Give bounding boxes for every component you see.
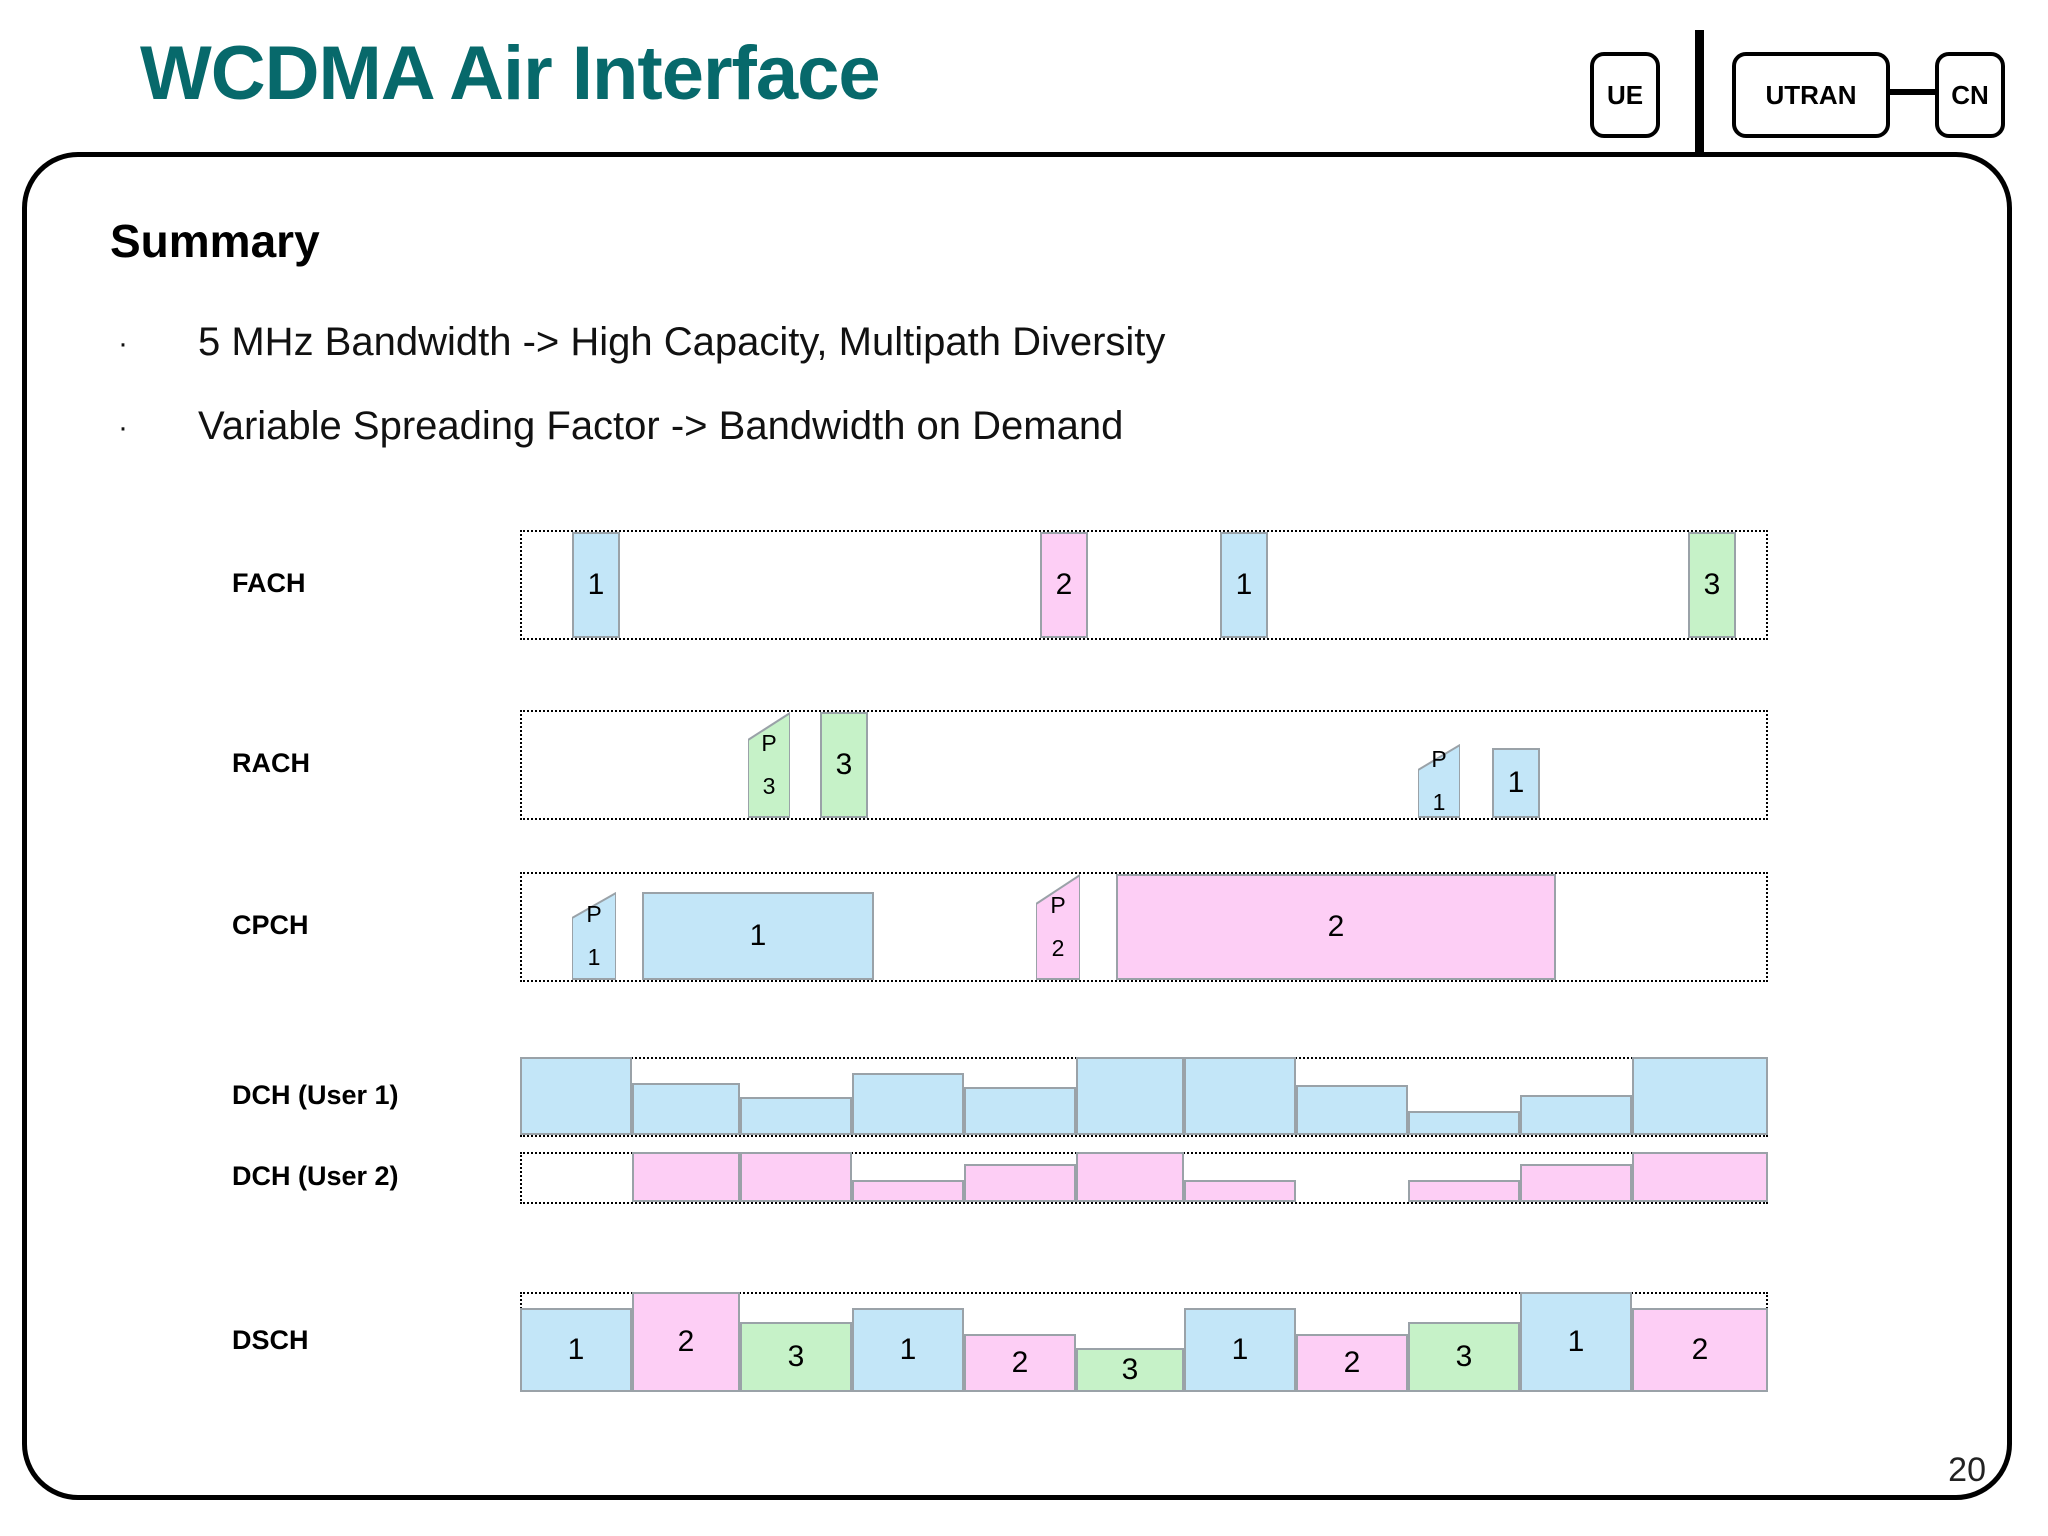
channel-block xyxy=(632,1152,740,1202)
channel-block: 2 xyxy=(632,1292,740,1392)
channel-block xyxy=(1076,1152,1184,1202)
bullet-item-1: · Variable Spreading Factor -> Bandwidth … xyxy=(118,404,1123,449)
slide-header: WCDMA Air Interface UE UTRAN CN xyxy=(0,0,2048,230)
channel-block xyxy=(1184,1057,1296,1135)
channel-block: 2 xyxy=(1296,1334,1408,1392)
channel-label-dch-user-2: DCH (User 2) xyxy=(232,1161,399,1191)
channel-block xyxy=(740,1097,852,1135)
channel-track xyxy=(520,710,1768,820)
channel-block xyxy=(964,1164,1076,1202)
iu-interface-line xyxy=(1882,89,1935,95)
bullet-text: Variable Spreading Factor -> Bandwidth o… xyxy=(198,404,1124,448)
utran-box[interactable]: UTRAN xyxy=(1732,52,1890,138)
channel-block: 1 xyxy=(1492,748,1540,818)
channel-block: 1 xyxy=(572,532,620,638)
channel-block xyxy=(1408,1111,1520,1135)
channel-block: 1 xyxy=(852,1308,964,1392)
channel-block: 3 xyxy=(1408,1322,1520,1392)
page-number: 20 xyxy=(1948,1451,1986,1489)
channel-label-dsch: DSCH xyxy=(232,1325,309,1355)
channel-label-fach: FACH xyxy=(232,568,306,598)
bullet-marker: · xyxy=(118,411,128,444)
channel-block xyxy=(740,1152,852,1202)
channel-block: 2 xyxy=(1632,1308,1768,1392)
channel-block xyxy=(1408,1180,1520,1202)
channel-label-dch-user-1: DCH (User 1) xyxy=(232,1080,399,1110)
bullet-marker: · xyxy=(118,327,128,360)
channel-block: 2 xyxy=(1040,532,1088,638)
channel-block: 1 xyxy=(520,1308,632,1392)
channel-block xyxy=(852,1073,964,1135)
channel-block xyxy=(1520,1095,1632,1135)
channel-block xyxy=(1520,1164,1632,1202)
uu-interface-line xyxy=(1695,30,1704,160)
channel-block: 2 xyxy=(964,1334,1076,1392)
bullet-text: 5 MHz Bandwidth -> High Capacity, Multip… xyxy=(198,320,1166,364)
cn-box[interactable]: CN xyxy=(1935,52,2005,138)
channel-block xyxy=(520,1057,632,1135)
channel-block: 1 xyxy=(642,892,874,980)
channel-block: 3 xyxy=(1688,532,1736,638)
ue-box[interactable]: UE xyxy=(1590,52,1660,138)
channel-block xyxy=(1632,1057,1768,1135)
channel-block: 1 xyxy=(1184,1308,1296,1392)
channel-block xyxy=(1632,1152,1768,1202)
channel-block: 2 xyxy=(1116,874,1556,980)
channel-block xyxy=(632,1083,740,1135)
bullet-item-0: · 5 MHz Bandwidth -> High Capacity, Multi… xyxy=(118,320,1165,365)
channel-label-rach: RACH xyxy=(232,748,310,778)
channel-block xyxy=(852,1180,964,1202)
network-architecture-diagram: UE UTRAN CN xyxy=(1590,30,2010,160)
channel-block xyxy=(1296,1085,1408,1135)
channel-track xyxy=(520,530,1768,640)
channel-block: 1 xyxy=(1220,532,1268,638)
channel-block: 3 xyxy=(1076,1348,1184,1392)
channel-block xyxy=(1184,1180,1296,1202)
channel-block xyxy=(1076,1057,1184,1135)
section-heading: Summary xyxy=(110,215,320,267)
channel-block xyxy=(964,1087,1076,1135)
slide-content-frame xyxy=(22,152,2012,1500)
channel-label-cpch: CPCH xyxy=(232,910,309,940)
channel-block: 3 xyxy=(740,1322,852,1392)
page-title: WCDMA Air Interface xyxy=(140,31,881,116)
channel-block: 1 xyxy=(1520,1292,1632,1392)
channel-block: 3 xyxy=(820,712,868,818)
